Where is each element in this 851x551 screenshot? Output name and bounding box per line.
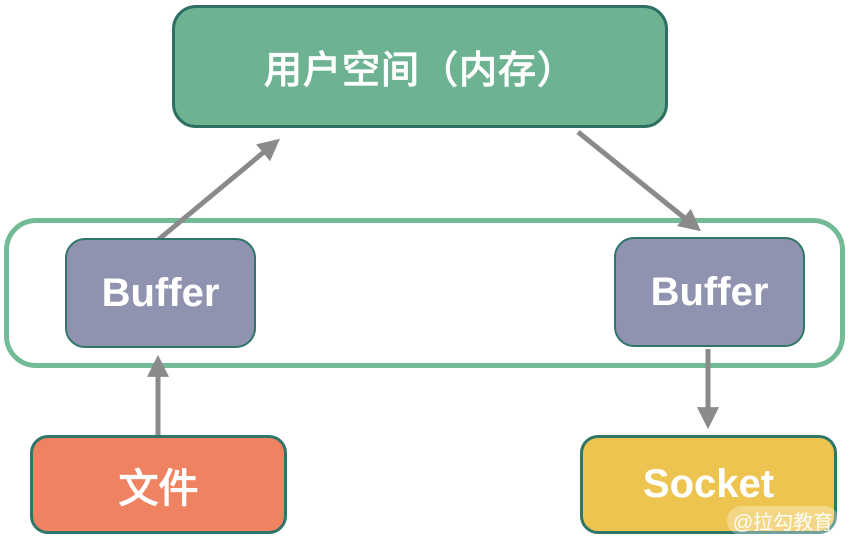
node-buffer-right: Buffer <box>614 237 805 347</box>
node-user-space: 用户空间（内存） <box>172 5 668 128</box>
node-socket: Socket <box>580 435 837 534</box>
node-buffer-right-label: Buffer <box>650 269 769 314</box>
node-user-space-label: 用户空间（内存） <box>263 50 576 92</box>
node-buffer-left-label: Buffer <box>101 270 220 315</box>
node-socket-label: Socket <box>642 462 775 506</box>
watermark-badge: @拉勾教育 <box>727 506 839 535</box>
watermark-label: @拉勾教育 <box>732 512 834 534</box>
kernel-space-container <box>4 218 845 368</box>
node-file: 文件 <box>30 435 287 534</box>
node-buffer-left: Buffer <box>65 238 256 348</box>
arrow-user-space-to-buffer-right <box>576 130 701 232</box>
node-file-label: 文件 <box>118 466 199 511</box>
